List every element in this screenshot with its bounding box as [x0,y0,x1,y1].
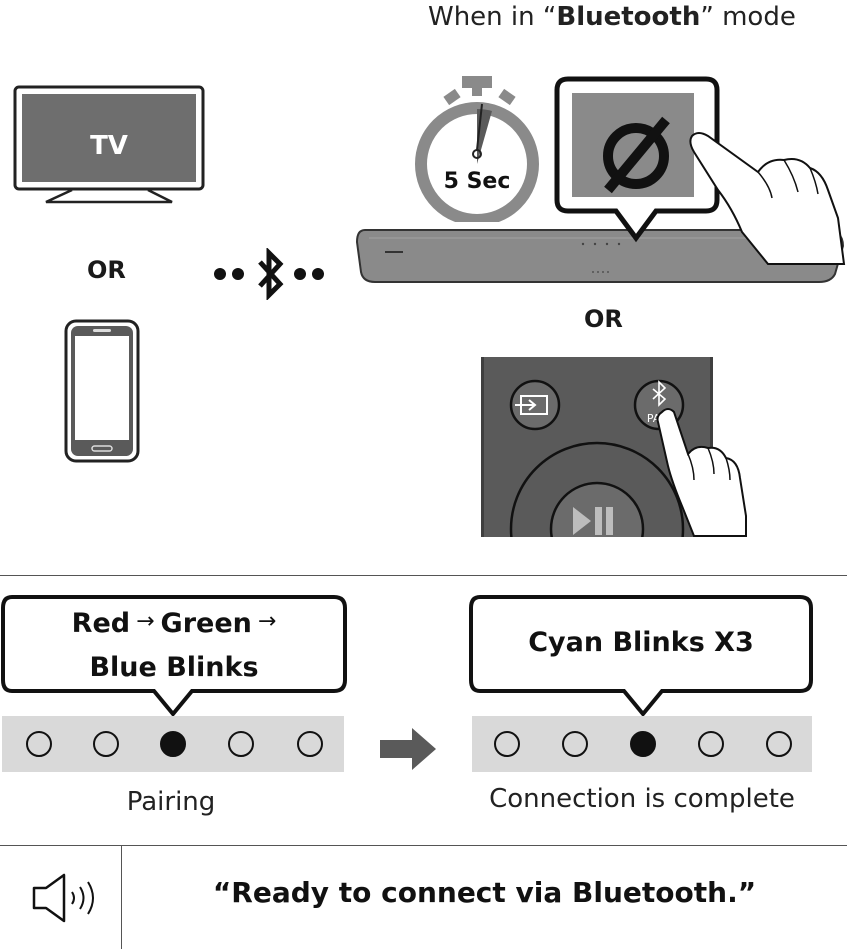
pairing-led-bar [2,716,344,772]
mode-title-mode: Bluetooth [556,2,701,32]
hand-icon [689,132,846,265]
pairing-bubble-line2: Blue Blinks [89,652,259,683]
led-indicator-off [698,731,724,757]
mode-title-suffix: ” mode [700,2,796,32]
power-no-icon[interactable] [598,112,678,196]
pairing-color-red: Red [71,608,131,639]
or-label-remote: OR [584,305,623,333]
pairing-bubble [1,595,347,718]
arrow-icon: → [257,609,277,634]
tv-label: TV [90,131,128,161]
connected-led-bar [472,716,812,772]
timer-icon: 5 Sec [415,76,539,222]
phone-icon [64,319,140,463]
next-arrow-icon [380,728,436,770]
soundbar-icon [355,229,845,283]
led-indicator-off [228,731,254,757]
led-indicator-off [562,731,588,757]
connected-bubble [469,595,813,718]
mode-title-prefix: When in “ [428,2,557,32]
arrow-icon: → [136,609,155,634]
bluetooth-icon [214,248,324,300]
led-indicator-off [26,731,52,757]
pairing-color-green: Green [160,608,252,639]
cell-divider [121,845,122,949]
speaker-icon [32,873,94,923]
voice-message: “Ready to connect via Bluetooth.” [212,876,757,909]
mode-title: When in “Bluetooth” mode [428,2,796,32]
connected-caption: Connection is complete [489,784,795,814]
pairing-caption: Pairing [126,787,216,817]
led-indicator-off [93,731,119,757]
led-indicator-off [494,731,520,757]
tv-icon: TV [13,85,205,204]
section-divider-top [0,575,847,576]
pairing-bubble-line1: Red→Green→ [0,602,348,648]
or-label-devices: OR [87,256,126,284]
led-indicator-off [297,731,323,757]
led-indicator-on [160,731,186,757]
timer-label: 5 Sec [444,169,511,194]
connected-bubble-text: Cyan Blinks X3 [528,627,754,658]
led-indicator-on [630,731,656,757]
led-indicator-off [766,731,792,757]
section-divider-bottom [0,845,847,846]
hand-remote-icon [656,408,747,537]
